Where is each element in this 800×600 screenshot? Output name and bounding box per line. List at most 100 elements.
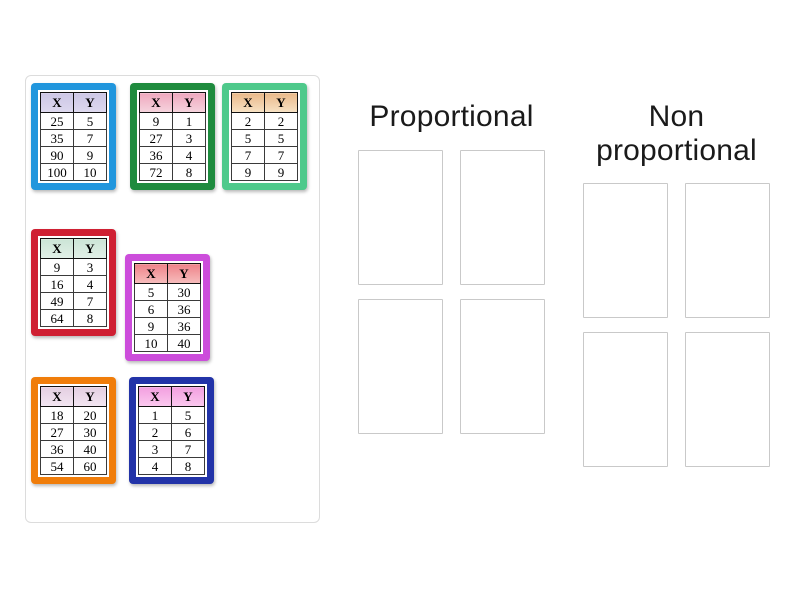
table-cell-x: 36	[40, 440, 74, 458]
table-cell-y: 8	[171, 457, 205, 475]
table-cell-x: 49	[40, 292, 74, 310]
table-cell-y: 3	[172, 129, 206, 147]
dropzone-non-proportional-1[interactable]	[583, 183, 668, 319]
table-cell-y: 7	[73, 292, 107, 310]
table-cell-x: 9	[134, 317, 168, 335]
table-cell-x: 1	[138, 406, 172, 424]
table-cell-y: 7	[264, 146, 298, 164]
dropzone-non-proportional-2[interactable]	[685, 183, 770, 319]
dropzone-non-proportional-3[interactable]	[583, 332, 668, 468]
table-cell-y: 36	[167, 300, 201, 318]
table-cell-y: 1	[172, 112, 206, 130]
table-cell-y: 10	[73, 163, 107, 181]
table-cell-y: 40	[73, 440, 107, 458]
dropzone-group-non-proportional	[583, 183, 770, 468]
table-cell-x: 6	[134, 300, 168, 318]
table-cell-x: 4	[138, 457, 172, 475]
table-cell-y: 20	[73, 406, 107, 424]
table-cell-x: 2	[231, 112, 265, 130]
column-header-y: Y	[73, 238, 107, 259]
table-cell-x: 2	[138, 423, 172, 441]
table-cell-y: 36	[167, 317, 201, 335]
category-title-non-proportional: Non proportional	[596, 100, 757, 167]
table-cell-x: 7	[231, 146, 265, 164]
table-cell-x: 72	[139, 163, 173, 181]
table-cell-x: 16	[40, 275, 74, 293]
column-header-y: Y	[73, 386, 107, 407]
dropzone-non-proportional-4[interactable]	[685, 332, 770, 468]
table-cell-y: 8	[172, 163, 206, 181]
table-cell-y: 40	[167, 334, 201, 352]
column-header-y: Y	[172, 92, 206, 113]
column-header-x: X	[138, 386, 172, 407]
dropzone-proportional-4[interactable]	[460, 298, 545, 434]
table-cell-x: 5	[134, 283, 168, 301]
table-cell-x: 9	[40, 258, 74, 276]
table-cell-x: 64	[40, 309, 74, 327]
column-header-x: X	[40, 92, 74, 113]
table-cell-x: 100	[40, 163, 74, 181]
table-cell-y: 8	[73, 309, 107, 327]
category-title-proportional: Proportional	[369, 100, 534, 133]
column-header-y: Y	[264, 92, 298, 113]
table-cell-y: 7	[171, 440, 205, 458]
table-cell-y: 7	[73, 129, 107, 147]
table-cell-y: 4	[73, 275, 107, 293]
table-cell-x: 54	[40, 457, 74, 475]
dropzone-proportional-3[interactable]	[358, 298, 443, 434]
table-cell-y: 3	[73, 258, 107, 276]
table-cell-y: 5	[264, 129, 298, 147]
dropzone-proportional-2[interactable]	[460, 149, 545, 285]
table-cell-x: 5	[231, 129, 265, 147]
category-non-proportional: Non proportional	[583, 100, 770, 468]
table-cell-y: 5	[73, 112, 107, 130]
dropzone-proportional-1[interactable]	[358, 149, 443, 285]
table-cell-x: 9	[139, 112, 173, 130]
table-cell-x: 90	[40, 146, 74, 164]
table-cell-x: 35	[40, 129, 74, 147]
table-cell-x: 10	[134, 334, 168, 352]
table-cell-x: 3	[138, 440, 172, 458]
